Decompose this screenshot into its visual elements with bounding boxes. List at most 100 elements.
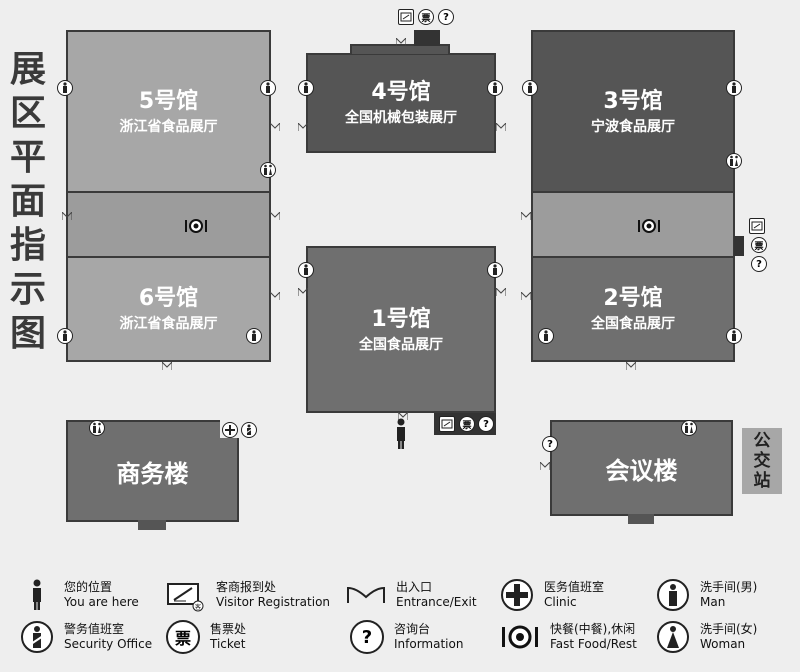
visitor-registration-icon[interactable] (749, 218, 765, 234)
ticket-icon[interactable]: 票 (418, 9, 434, 25)
entrance-exit-icon (496, 123, 506, 131)
hall-name: 浙江省食品展厅 (119, 316, 218, 332)
legend-label-zh: 出入口 (396, 580, 433, 594)
entrance-exit-icon (398, 412, 408, 420)
entrance-exit-icon (270, 123, 280, 131)
hall-number: 6号馆 (138, 286, 199, 311)
fast-food-icon[interactable] (184, 218, 208, 234)
hall-4-roof (350, 44, 450, 54)
entrance-exit-icon (298, 288, 308, 296)
ticket-icon[interactable]: 票 (751, 237, 767, 253)
hall-6[interactable]: 6号馆 浙江省食品展厅 (66, 256, 271, 362)
man-toilet-icon[interactable] (298, 80, 314, 96)
legend-label-zh: 快餐(中餐),休闲 (550, 622, 636, 636)
hall-number: 3号馆 (603, 88, 663, 114)
business-building[interactable]: 商务楼 (66, 420, 239, 522)
man-toilet-icon[interactable] (298, 262, 314, 278)
entrance-exit-icon (540, 462, 550, 470)
hall-name: 宁波食品展厅 (591, 118, 675, 135)
legend-label-zh: 医务值班室 (544, 580, 605, 594)
information-icon[interactable]: ? (751, 256, 767, 272)
conference-building[interactable]: 会议楼 (550, 420, 733, 516)
hall-3[interactable]: 3号馆 宁波食品展厅 (531, 30, 735, 193)
hall-5[interactable]: 5号馆 浙江省食品展厅 (66, 30, 271, 193)
title-char: 示 (9, 269, 46, 310)
bus-stop[interactable]: 公 交 站 (742, 428, 782, 494)
hall-name: 浙江省食品展厅 (119, 118, 218, 135)
hall-number: 5号馆 (138, 88, 199, 114)
bus-stop-char: 交 (753, 451, 771, 471)
information-icon[interactable]: ? (478, 416, 494, 432)
legend-label-en: Woman (700, 637, 746, 651)
hall-2[interactable]: 2号馆 全国食品展厅 (531, 256, 735, 362)
title-char: 面 (9, 181, 46, 222)
visitor-registration-icon[interactable] (439, 416, 455, 432)
legend-label-zh: 您的位置 (64, 580, 113, 594)
toilet-icon[interactable] (726, 153, 742, 169)
map-title: 展 区 平 面 指 示 图 (8, 48, 48, 356)
ticket-icon[interactable]: 票 (459, 416, 475, 432)
legend-label-zh: 客商报到处 (216, 580, 277, 594)
toilet-icon[interactable] (681, 420, 697, 436)
hall-2-service-box (734, 236, 744, 256)
visitor-registration-icon[interactable] (398, 9, 414, 25)
legend-label-en: Visitor Registration (216, 595, 331, 609)
legend-label-zh: 警务值班室 (64, 622, 125, 636)
man-toilet-icon[interactable] (57, 80, 73, 96)
title-char: 平 (9, 137, 46, 178)
entrance-exit-icon (270, 212, 280, 220)
legend-item: 洗手间(男)Man (656, 578, 757, 612)
title-char: 区 (9, 93, 46, 134)
legend-label-zh: 售票处 (210, 622, 247, 636)
legend-label-en: Fast Food/Rest (550, 637, 637, 651)
legend-label-en: Entrance/Exit (396, 595, 477, 609)
entrance-exit-icon (521, 212, 531, 220)
you-are-here-icon (20, 578, 54, 612)
hall-4[interactable]: 4号馆 全国机械包装展厅 (306, 53, 496, 153)
legend-label-en: Information (394, 637, 464, 651)
man-toilet-icon[interactable] (538, 328, 554, 344)
business-building-entrance (138, 520, 166, 530)
visitor-registration-icon: 客 (166, 578, 206, 612)
fast-food-icon[interactable] (637, 218, 661, 234)
entrance-exit-icon (270, 292, 280, 300)
clinic-icon[interactable] (222, 422, 238, 438)
man-toilet-icon[interactable] (522, 80, 538, 96)
toilet-icon[interactable] (260, 162, 276, 178)
information-icon[interactable]: ? (438, 9, 454, 25)
legend-label-zh: 洗手间(男) (700, 580, 758, 594)
hall-4-service-box (414, 30, 440, 46)
legend-label-zh: 洗手间(女) (700, 622, 758, 636)
man-toilet-icon[interactable] (726, 328, 742, 344)
ticket-icon: 票 (166, 620, 200, 654)
hall-number: 4号馆 (371, 80, 431, 105)
information-icon[interactable]: ? (542, 436, 558, 452)
hall-number: 2号馆 (603, 286, 663, 311)
title-char: 图 (9, 313, 46, 354)
man-toilet-icon[interactable] (246, 328, 262, 344)
bus-stop-char: 站 (753, 471, 771, 491)
visitor-registration-badge: 客 (195, 603, 201, 611)
man-toilet-icon[interactable] (260, 80, 276, 96)
hall-number: 1号馆 (371, 306, 431, 332)
hall-name: 全国食品展厅 (359, 336, 443, 353)
legend-label-en: Ticket (210, 637, 246, 651)
building-name: 会议楼 (605, 456, 678, 485)
toilet-icon[interactable] (89, 420, 105, 436)
security-office-icon[interactable] (241, 422, 257, 438)
entrance-exit-icon (346, 578, 386, 612)
entrance-exit-icon (626, 362, 636, 370)
security-office-icon (20, 620, 54, 654)
legend-label-en: Clinic (544, 595, 577, 609)
man-toilet-icon[interactable] (57, 328, 73, 344)
man-toilet-icon[interactable] (726, 80, 742, 96)
man-toilet-icon[interactable] (487, 80, 503, 96)
entrance-exit-icon (521, 292, 531, 300)
man-toilet-icon[interactable] (487, 262, 503, 278)
clinic-icon (500, 578, 534, 612)
hall-1[interactable]: 1号馆 全国食品展厅 (306, 246, 496, 413)
